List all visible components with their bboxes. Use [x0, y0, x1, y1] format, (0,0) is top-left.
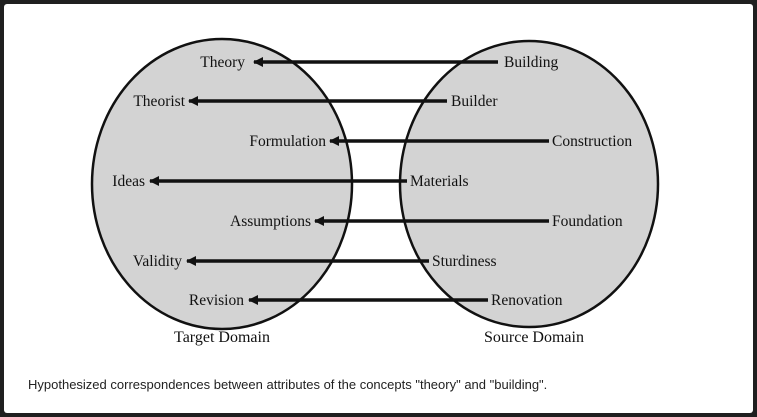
source-item-foundation: Foundation [552, 213, 623, 230]
source-item-construction: Construction [552, 133, 632, 150]
source-item-building: Building [504, 54, 559, 71]
source-item-sturdiness: Sturdiness [432, 253, 497, 270]
source-labels: BuildingBuilderConstructionMaterialsFoun… [410, 54, 632, 309]
target-item-validity: Validity [133, 253, 182, 270]
source-item-builder: Builder [451, 93, 498, 110]
target-labels: TheoryTheoristFormulationIdeasAssumption… [112, 54, 326, 309]
source-item-renovation: Renovation [491, 292, 563, 309]
target-domain-ellipse [90, 37, 354, 331]
target-item-theorist: Theorist [133, 93, 185, 110]
target-item-theory: Theory [200, 54, 245, 71]
target-domain-label: Target Domain [174, 329, 270, 346]
domain-mapping-diagram: TheoryTheoristFormulationIdeasAssumption… [90, 37, 660, 346]
target-item-ideas: Ideas [112, 173, 145, 190]
target-item-assumptions: Assumptions [230, 213, 311, 230]
figure-caption: Hypothesized correspondences between att… [28, 377, 548, 392]
target-item-formulation: Formulation [249, 133, 326, 150]
source-item-materials: Materials [410, 173, 469, 190]
source-domain-label: Source Domain [484, 329, 584, 346]
source-domain-ellipse [398, 39, 660, 329]
target-item-revision: Revision [189, 292, 244, 309]
mapping-arrows [149, 57, 549, 305]
